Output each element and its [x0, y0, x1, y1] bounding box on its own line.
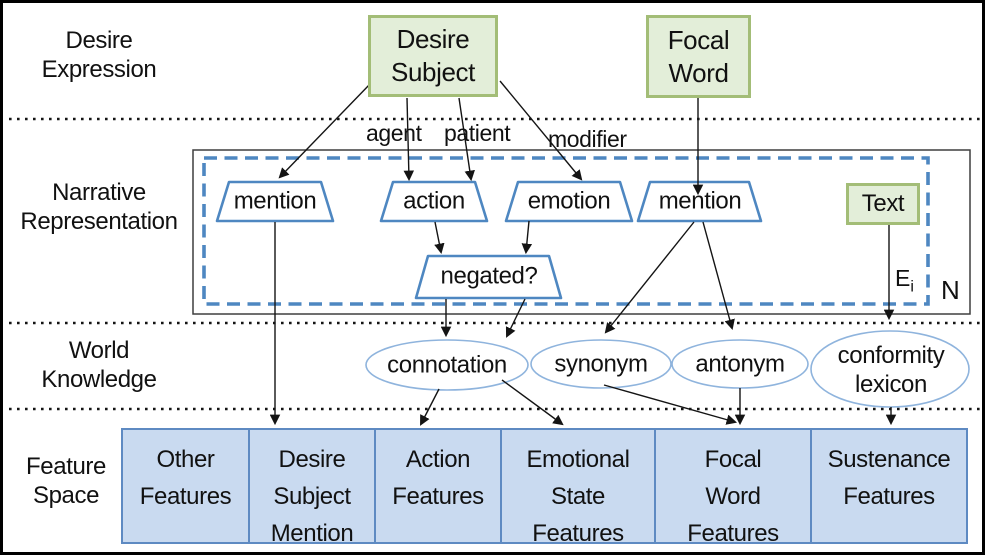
edge-desire-subject-emotion-modifier [499, 80, 583, 181]
edge-desire-subject-action-agent [403, 97, 415, 182]
section-label-world-knowledge: World Knowledge [41, 337, 157, 393]
edge-desire-subject-mention [278, 82, 372, 179]
node-label-mention-left: mention [233, 187, 317, 215]
feature-box-other: Other Features [121, 428, 250, 544]
trapezoid-mention-right [636, 180, 763, 223]
node-label-action: action [403, 187, 465, 215]
edge-negated-connotation-2 [505, 298, 526, 338]
node-label-synonym: synonym [554, 350, 648, 378]
node-focal-word: Focal Word [646, 15, 751, 98]
node-label-emotion: emotion [527, 187, 611, 215]
section-label-feature-space: Feature Space [26, 453, 106, 509]
node-label-connotation: connotation [387, 351, 507, 379]
section-label-desire-expression: Desire Expression [41, 27, 157, 83]
node-label-conformity-lexicon: conformity lexicon [837, 342, 945, 398]
node-desire-subject: Desire Subject [368, 15, 498, 97]
edge-connotation-action-features [420, 388, 440, 426]
edge-label-modifier: modifier [548, 126, 627, 152]
node-label-antonym: antonym [695, 350, 785, 378]
edge-mention-antonym [702, 221, 735, 331]
feature-box-focal-word: Focal Word Features [654, 428, 812, 547]
trapezoid-mention-left [215, 180, 335, 223]
ellipse-synonym [530, 339, 672, 389]
edge-synonym-focal-features [603, 384, 738, 425]
edge-action-negated [434, 221, 445, 255]
trapezoid-emotion [504, 180, 634, 223]
narrative-instance-dashed-border [202, 156, 930, 306]
edge-desire-subject-action-patient [458, 97, 475, 182]
node-text: Text [846, 183, 920, 225]
edge-label-patient: patient [444, 120, 511, 146]
feature-box-action: Action Features [374, 428, 502, 544]
node-label-mention-right: mention [658, 187, 742, 215]
feature-box-emotional-state: Emotional State Features [500, 428, 656, 547]
feature-box-desire-subject-mention: Desire Subject Mention [248, 428, 376, 547]
plate-count-label: N [941, 275, 960, 305]
edge-connotation-emotional-features [501, 379, 564, 426]
node-label-negated: negated? [440, 262, 538, 290]
ellipse-conformity-lexicon [810, 330, 970, 408]
diagram-shapes-and-edges [9, 80, 981, 426]
trapezoid-action [379, 180, 489, 223]
section-label-narrative-representation: Narrative Representation [20, 179, 178, 235]
instance-index-label: Ei [895, 265, 914, 296]
trapezoid-negated [414, 254, 563, 300]
narrative-plate-border [192, 149, 971, 315]
edge-mention-synonym [604, 221, 695, 334]
feature-box-sustenance: Sustenance Features [810, 428, 968, 544]
connector-arrows [269, 80, 897, 426]
ellipse-connotation [365, 339, 529, 391]
edge-emotion-negated [521, 220, 533, 255]
edge-label-agent: agent [366, 120, 422, 146]
